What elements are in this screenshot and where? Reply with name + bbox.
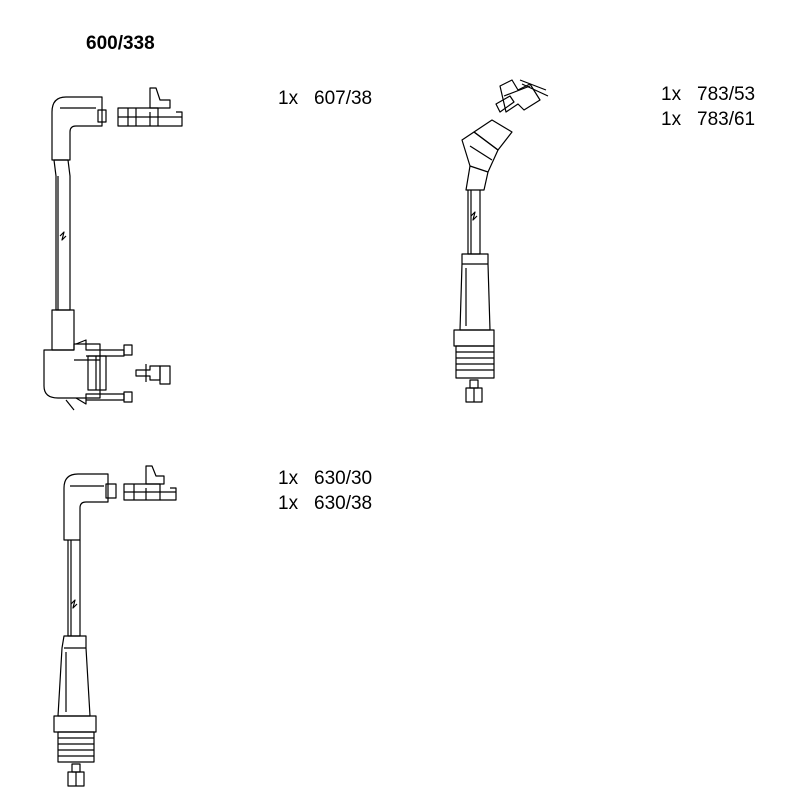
parts-list-item: 1x 783/61 [661,107,755,132]
ignition-lead-drawing-2 [454,80,548,402]
parts-list-item: 1x 630/38 [278,491,372,516]
item-part-number: 783/53 [697,84,756,105]
parts-list-group-2: 1x 783/53 1x 783/61 [661,82,755,132]
item-quantity: 1x [661,109,682,130]
parts-list-group-1: 1x 607/38 [278,86,372,111]
item-part-number: 630/38 [314,493,373,514]
ignition-lead-drawing-3 [54,466,176,786]
item-quantity: 1x [278,468,299,489]
item-quantity: 1x [661,84,682,105]
item-part-number: 630/30 [314,468,373,489]
item-quantity: 1x [278,88,299,109]
parts-list-group-3: 1x 630/30 1x 630/38 [278,466,372,516]
parts-list-item: 1x 630/30 [278,466,372,491]
item-part-number: 783/61 [697,109,756,130]
item-quantity: 1x [278,493,299,514]
item-part-number: 607/38 [314,88,373,109]
ignition-lead-drawing-1 [44,88,182,410]
parts-list-item: 1x 783/53 [661,82,755,107]
parts-list-item: 1x 607/38 [278,86,372,111]
part-number-title: 600/338 [86,33,155,54]
